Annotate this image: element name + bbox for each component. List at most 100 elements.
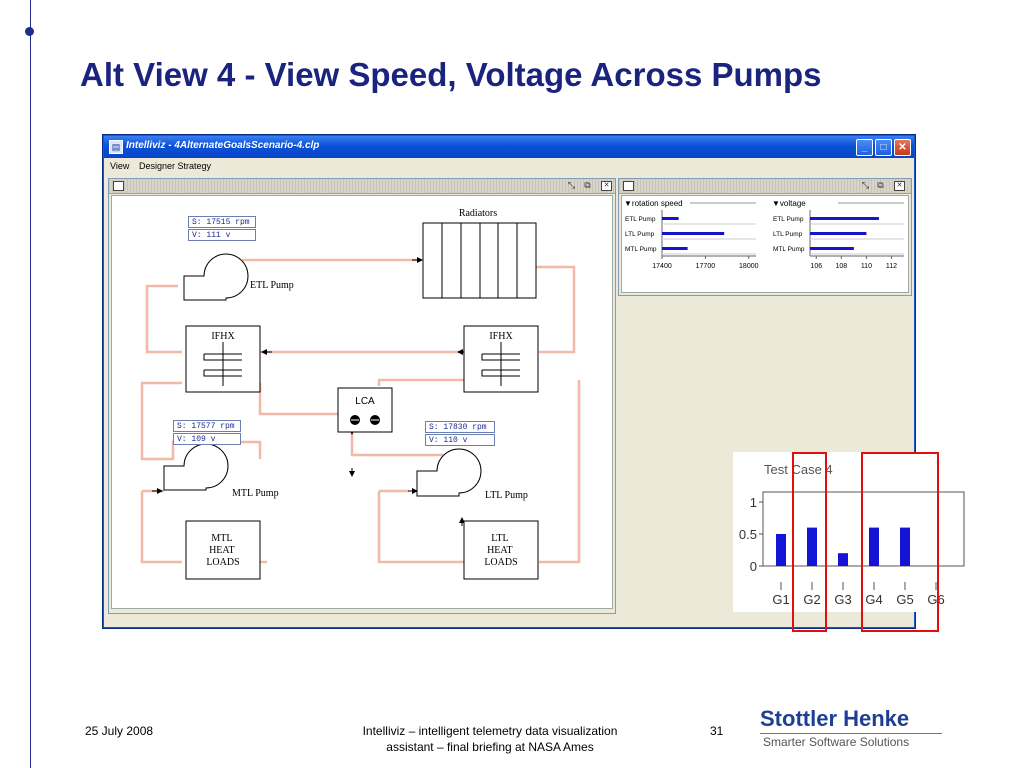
bar-g1 bbox=[776, 534, 786, 566]
speed-bar bbox=[662, 217, 679, 220]
speed-chart-title[interactable]: ▼rotation speed bbox=[624, 199, 683, 208]
speed-pump-label: MTL Pump bbox=[625, 246, 657, 253]
footer-date: 25 July 2008 bbox=[85, 724, 154, 738]
ltl-pump-label: LTL Pump bbox=[485, 490, 528, 501]
mtl-loads-line-2: HEAT bbox=[209, 545, 234, 556]
ltl-loads-line-2: HEAT bbox=[487, 545, 512, 556]
menu-view[interactable]: View bbox=[110, 161, 130, 171]
mtl-speed-readout: S: 17577 rpm bbox=[173, 420, 241, 432]
ltl-loads-line-3: LOADS bbox=[484, 557, 517, 568]
bar-g4 bbox=[869, 527, 879, 566]
panel-window-icon bbox=[623, 181, 634, 191]
x-tick-label: G6 bbox=[927, 592, 944, 607]
schematic-panel-header[interactable]: ⤡ ⧉ ✕ bbox=[109, 179, 615, 194]
voltage-bar bbox=[810, 217, 879, 220]
slide-title: Alt View 4 - View Speed, Voltage Across … bbox=[80, 56, 822, 93]
minimize-button[interactable]: _ bbox=[856, 139, 873, 156]
highlight-box-g2 bbox=[792, 452, 827, 632]
close-button[interactable]: ✕ bbox=[894, 139, 911, 156]
window-titlebar[interactable]: ▤ Intelliviz - 4AlternateGoalsScenario-4… bbox=[104, 136, 914, 158]
ifhx-left-label: IFHX bbox=[211, 331, 235, 342]
app-window: ▤ Intelliviz - 4AlternateGoalsScenario-4… bbox=[103, 135, 915, 628]
telemetry-panel-header[interactable]: ⤡ ⧉ ✕ bbox=[619, 179, 911, 194]
bullet-dot bbox=[25, 27, 34, 36]
schematic-diagram: Radiators IFHX IFHX LCA MTL HEAT LOADS bbox=[140, 208, 581, 580]
ltl-heat-loads-box bbox=[463, 520, 539, 580]
etl-voltage-readout: V: 111 v bbox=[188, 229, 256, 241]
maximize-button[interactable]: □ bbox=[875, 139, 892, 156]
mtl-loads-line-1: MTL bbox=[211, 533, 232, 544]
popout-icon[interactable]: ⧉ bbox=[584, 180, 591, 190]
voltage-chart-title[interactable]: ▼voltage bbox=[772, 199, 806, 208]
brand-divider bbox=[760, 733, 942, 734]
ifhx-right-label: IFHX bbox=[489, 331, 513, 342]
left-rule bbox=[30, 0, 31, 768]
y-tick-label: 0.5 bbox=[739, 527, 757, 542]
speed-bar bbox=[662, 247, 688, 250]
voltage-pump-label: ETL Pump bbox=[773, 216, 804, 223]
speed-pump-label: LTL Pump bbox=[625, 231, 655, 238]
speed-pump-label: ETL Pump bbox=[625, 216, 656, 223]
x-tick-label: G2 bbox=[803, 592, 820, 607]
etl-pump[interactable]: ETL Pump bbox=[183, 253, 294, 301]
speed-bar bbox=[662, 232, 725, 235]
ltl-loads-line-1: LTL bbox=[491, 533, 508, 544]
ltl-speed-readout: S: 17830 rpm bbox=[425, 421, 495, 433]
mtl-pump-icon bbox=[163, 443, 229, 491]
panel-window-icon bbox=[113, 181, 124, 191]
speed-tick-label: 17700 bbox=[696, 263, 716, 270]
bar-g3 bbox=[838, 553, 848, 566]
mtl-voltage-readout: V: 109 v bbox=[173, 433, 241, 445]
x-tick-label: G4 bbox=[865, 592, 882, 607]
lca-box bbox=[337, 387, 393, 433]
voltage-bar bbox=[810, 247, 854, 250]
voltage-bar bbox=[810, 232, 867, 235]
speed-tick-label: 18000 bbox=[739, 263, 759, 270]
voltage-pump-label: MTL Pump bbox=[773, 246, 805, 253]
x-tick-label: G3 bbox=[834, 592, 851, 607]
bar-g5 bbox=[900, 527, 910, 566]
voltage-tick-label: 108 bbox=[835, 263, 847, 270]
footer-description-line-1: Intelliviz – intelligent telemetry data … bbox=[362, 724, 618, 738]
schematic-panel: ⤡ ⧉ ✕ bbox=[108, 178, 616, 614]
mtl-heat-loads-box bbox=[185, 520, 261, 580]
popout-icon[interactable]: ⧉ bbox=[877, 180, 884, 190]
plot-frame bbox=[762, 491, 965, 567]
menu-designer-strategy[interactable]: Designer Strategy bbox=[139, 161, 212, 171]
footer-page-number: 31 bbox=[710, 724, 724, 738]
mtl-pump[interactable]: MTL Pump bbox=[163, 443, 279, 499]
footer-description-line-2: assistant – final briefing at NASA Ames bbox=[386, 740, 594, 754]
voltage-tick-label: 106 bbox=[810, 263, 822, 270]
etl-speed-readout: S: 17515 rpm bbox=[188, 216, 256, 228]
speed-tick-label: 17400 bbox=[652, 263, 672, 270]
panel-close-icon[interactable]: ✕ bbox=[894, 181, 905, 191]
brand-tagline: Smarter Software Solutions bbox=[763, 735, 910, 749]
lca-label: LCA bbox=[355, 396, 375, 407]
panel-close-icon[interactable]: ✕ bbox=[601, 181, 612, 191]
voltage-tick-label: 110 bbox=[861, 263, 872, 270]
mtl-pump-label: MTL Pump bbox=[232, 488, 279, 499]
restore-icon[interactable]: ⤡ bbox=[861, 180, 870, 190]
y-tick-label: 0 bbox=[750, 559, 757, 574]
etl-pump-label: ETL Pump bbox=[250, 280, 294, 291]
voltage-tick-label: 112 bbox=[886, 263, 897, 270]
restore-icon[interactable]: ⤡ bbox=[567, 180, 576, 190]
highlight-box-g4-g5 bbox=[861, 452, 939, 632]
mtl-loads-line-3: LOADS bbox=[206, 557, 239, 568]
ltl-pump[interactable]: LTL Pump bbox=[416, 448, 528, 501]
voltage-pump-label: LTL Pump bbox=[773, 231, 803, 238]
etl-pump-icon bbox=[183, 253, 249, 301]
svg-text:MTL HEAT L: MTL HEAT LOADS bbox=[206, 533, 239, 568]
x-tick-label: G1 bbox=[772, 592, 789, 607]
brand-logo-name: Stottler Henke bbox=[760, 706, 910, 731]
y-tick-label: 1 bbox=[750, 495, 757, 510]
window-title: Intelliviz - 4AlternateGoalsScenario-4.c… bbox=[126, 140, 320, 151]
svg-text:LTL HEAT L: LTL HEAT LOADS bbox=[484, 533, 517, 568]
ltl-voltage-readout: V: 110 v bbox=[425, 434, 495, 446]
menubar: View Designer Strategy bbox=[104, 158, 914, 176]
